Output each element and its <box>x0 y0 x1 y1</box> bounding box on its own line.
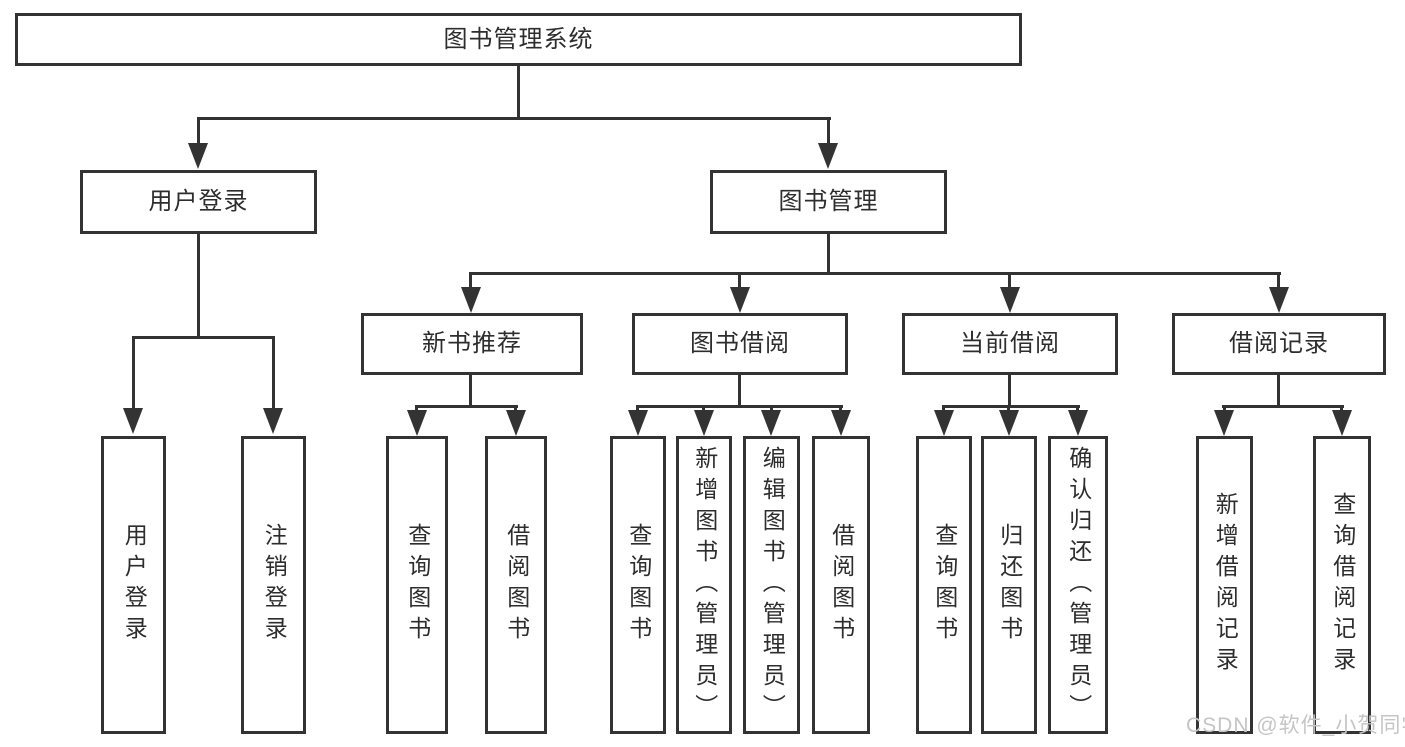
connector-borrowing-branch <box>636 405 843 408</box>
arrowhead-new-book-recommendation <box>461 287 481 313</box>
node-edit-book-admin: 编辑图书（管理员） <box>743 436 800 734</box>
arrowhead-borrow-book-leaf <box>831 410 851 436</box>
arrowhead-user-login <box>188 143 208 169</box>
arrowhead-return-book <box>999 410 1019 436</box>
connector-borrowing-stem <box>738 375 741 408</box>
arrowhead-current-borrowing <box>1000 287 1020 313</box>
node-book-borrowing: 图书借阅 <box>632 313 848 375</box>
node-new-book-recommendation: 新书推荐 <box>361 313 583 375</box>
node-book-management-branch: 图书管理 <box>710 170 947 234</box>
arrowhead-logout <box>263 408 283 434</box>
connector-current-branch <box>942 405 1080 408</box>
node-logout: 注销登录 <box>241 436 306 734</box>
connector-current-drop-3 <box>1076 405 1079 413</box>
node-add-book-admin: 新增图书（管理员） <box>676 436 732 734</box>
connector-bookmgmt-drop-1 <box>469 272 472 290</box>
connector-bookmgmt-drop-4 <box>1277 272 1280 290</box>
arrowhead-query-books-recommend <box>407 410 427 436</box>
node-user-login-branch: 用户登录 <box>80 170 317 234</box>
connector-recommend-drop-2 <box>514 405 517 413</box>
node-borrow-books-recommend: 借阅图书 <box>485 436 547 734</box>
connector-borrowing-drop-3 <box>770 405 773 413</box>
connector-borrowing-drop-1 <box>636 405 639 413</box>
node-add-borrow-record: 新增借阅记录 <box>1196 436 1253 734</box>
connector-root-stem <box>517 66 520 120</box>
arrowhead-query-books-borrow <box>628 410 648 436</box>
connector-userlogin-branch <box>132 336 275 339</box>
connector-userlogin-drop-1 <box>132 336 135 410</box>
arrowhead-confirm-return-admin <box>1068 410 1088 436</box>
arrowhead-borrowing-records <box>1269 287 1289 313</box>
connector-recommend-stem <box>469 375 472 408</box>
arrowhead-query-borrow-record <box>1332 410 1352 436</box>
node-query-books-borrow: 查询图书 <box>610 436 666 734</box>
connector-current-stem <box>1008 375 1011 408</box>
arrowhead-add-book-admin <box>694 410 714 436</box>
connector-bookmgmt-stem <box>827 234 830 275</box>
connector-root-right-drop <box>827 117 830 147</box>
node-user-login-leaf: 用户登录 <box>101 436 166 734</box>
arrowhead-book-management <box>818 143 838 169</box>
node-query-borrow-record: 查询借阅记录 <box>1313 436 1371 734</box>
connector-records-stem <box>1277 375 1280 408</box>
node-return-book: 归还图书 <box>981 436 1037 734</box>
connector-current-drop-1 <box>942 405 945 413</box>
node-borrow-book-leaf: 借阅图书 <box>812 436 870 734</box>
csdn-watermark: CSDN @软件_小贺同学 <box>1186 714 1405 737</box>
node-library-management-system: 图书管理系统 <box>15 13 1022 66</box>
node-query-books-current: 查询图书 <box>916 436 972 734</box>
connector-bookmgmt-branch <box>469 272 1281 275</box>
arrowhead-book-borrowing <box>730 287 750 313</box>
connector-recommend-drop-1 <box>415 405 418 413</box>
arrowhead-user-login-leaf <box>123 408 143 434</box>
connector-root-left-drop <box>197 117 200 147</box>
connector-bookmgmt-drop-2 <box>738 272 741 290</box>
arrowhead-query-books-current <box>934 410 954 436</box>
connector-userlogin-drop-2 <box>272 336 275 410</box>
connector-userlogin-stem <box>197 234 200 339</box>
node-query-books-recommend: 查询图书 <box>386 436 448 734</box>
connector-records-drop-1 <box>1223 405 1226 413</box>
connector-records-branch <box>1222 405 1344 408</box>
connector-borrowing-drop-4 <box>839 405 842 413</box>
arrowhead-borrow-books-recommend <box>506 410 526 436</box>
connector-root-branch <box>197 117 831 120</box>
connector-current-drop-2 <box>1007 405 1010 413</box>
node-current-borrowing: 当前借阅 <box>902 313 1118 375</box>
connector-records-drop-2 <box>1340 405 1343 413</box>
connector-borrowing-drop-2 <box>702 405 705 413</box>
arrowhead-edit-book-admin <box>761 410 781 436</box>
node-confirm-return-admin: 确认归还（管理员） <box>1048 436 1108 734</box>
node-borrowing-records: 借阅记录 <box>1172 313 1386 375</box>
arrowhead-add-borrow-record <box>1214 410 1234 436</box>
connector-recommend-branch <box>415 405 518 408</box>
connector-bookmgmt-drop-3 <box>1008 272 1011 290</box>
